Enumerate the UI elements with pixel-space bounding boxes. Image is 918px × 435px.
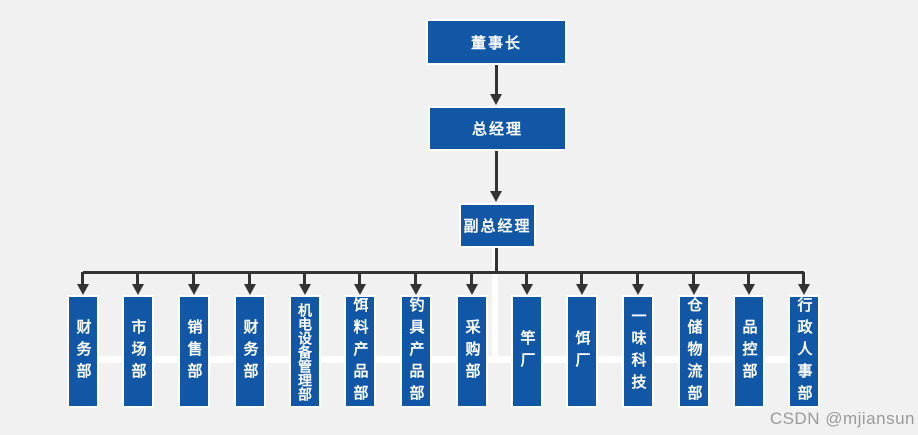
connector-stem-level2	[495, 151, 498, 192]
dept-node: 采购部	[456, 272, 488, 412]
org-node-label: 副总经理	[463, 218, 532, 235]
dept-node: 机电设备管理部	[289, 272, 321, 412]
dept-label: 饵厂	[573, 329, 591, 374]
connector-stem	[802, 272, 805, 285]
arrow-down-icon	[466, 284, 478, 295]
dept-label: 销售部	[185, 318, 203, 385]
arrow-down-icon	[77, 284, 89, 295]
connector-stem	[81, 272, 84, 285]
csdn-watermark: CSDN @mjiansun	[769, 409, 915, 428]
dept-box: 财务部	[234, 295, 266, 408]
dept-label: 品控部	[740, 318, 758, 385]
dept-box: 财务部	[67, 295, 99, 408]
connector-stem	[636, 272, 639, 285]
dept-label: 财务部	[74, 318, 92, 385]
dept-box: 饵料产品部	[344, 295, 376, 408]
dept-node: 市场部	[122, 272, 154, 412]
dept-node: 仓储物流部	[678, 272, 710, 412]
dept-label: 财务部	[241, 318, 259, 385]
dept-box: 饵厂	[566, 295, 598, 408]
dept-box: 采购部	[456, 295, 488, 408]
arrow-down-icon	[632, 284, 644, 295]
arrow-down-icon	[490, 94, 502, 105]
dept-node: 销售部	[178, 272, 210, 412]
dept-label: 仓储物流部	[685, 296, 703, 407]
dept-box: 行政人事部	[788, 295, 820, 408]
dept-node: 品控部	[733, 272, 765, 412]
dept-box: 钓具产品部	[400, 295, 432, 408]
dept-box: 品控部	[733, 295, 765, 408]
dept-label: 市场部	[129, 318, 147, 385]
dept-node: 饵料产品部	[344, 272, 376, 412]
dept-box: 仓储物流部	[678, 295, 710, 408]
arrow-down-icon	[188, 284, 200, 295]
dept-node: 竿厂	[511, 272, 543, 412]
dept-label: 钓具产品部	[407, 296, 425, 407]
dept-box: 机电设备管理部	[289, 295, 321, 408]
org-node-label: 总经理	[471, 121, 523, 138]
dept-label: 行政人事部	[795, 296, 813, 407]
arrow-down-icon	[521, 284, 533, 295]
org-node-chairman: 董事长	[426, 19, 567, 65]
connector-stem	[358, 272, 361, 285]
connector-white-horizontal	[80, 356, 807, 363]
dept-box: 一味科技	[622, 295, 654, 408]
dept-box: 市场部	[122, 295, 154, 408]
arrow-down-icon	[299, 284, 311, 295]
dept-node: 钓具产品部	[400, 272, 432, 412]
connector-white-vertical	[492, 248, 498, 363]
arrow-down-icon	[244, 284, 256, 295]
arrow-down-icon	[490, 191, 502, 202]
dept-node: 财务部	[234, 272, 266, 412]
connector-stem-level1	[495, 65, 498, 95]
connector-stem	[192, 272, 195, 285]
arrow-down-icon	[798, 284, 810, 295]
dept-node: 财务部	[67, 272, 99, 412]
connector-stem	[303, 272, 306, 285]
arrow-down-icon	[132, 284, 144, 295]
org-node-general-manager: 总经理	[428, 106, 567, 151]
arrow-down-icon	[354, 284, 366, 295]
dept-label: 一味科技	[629, 307, 647, 396]
dept-node: 一味科技	[622, 272, 654, 412]
arrow-down-icon	[410, 284, 422, 295]
connector-stem	[414, 272, 417, 285]
dept-box: 竿厂	[511, 295, 543, 408]
connector-stem	[580, 272, 583, 285]
dept-label: 饵料产品部	[351, 296, 369, 407]
dept-node: 饵厂	[566, 272, 598, 412]
connector-stem	[470, 272, 473, 285]
connector-stem	[136, 272, 139, 285]
arrow-down-icon	[743, 284, 755, 295]
dept-label: 机电设备管理部	[297, 302, 313, 401]
org-node-deputy-general-manager: 副总经理	[459, 203, 536, 248]
org-node-label: 董事长	[470, 34, 522, 52]
connector-stem	[525, 272, 528, 285]
connector-stem-level3	[495, 248, 498, 272]
arrow-down-icon	[576, 284, 588, 295]
dept-label: 竿厂	[518, 329, 536, 374]
connector-stem	[248, 272, 251, 285]
dept-box: 销售部	[178, 295, 210, 408]
arrow-down-icon	[688, 284, 700, 295]
connector-stem	[692, 272, 695, 285]
connector-horizontal-bus	[83, 271, 804, 274]
connector-stem	[747, 272, 750, 285]
dept-node: 行政人事部	[788, 272, 820, 412]
dept-label: 采购部	[463, 318, 481, 385]
